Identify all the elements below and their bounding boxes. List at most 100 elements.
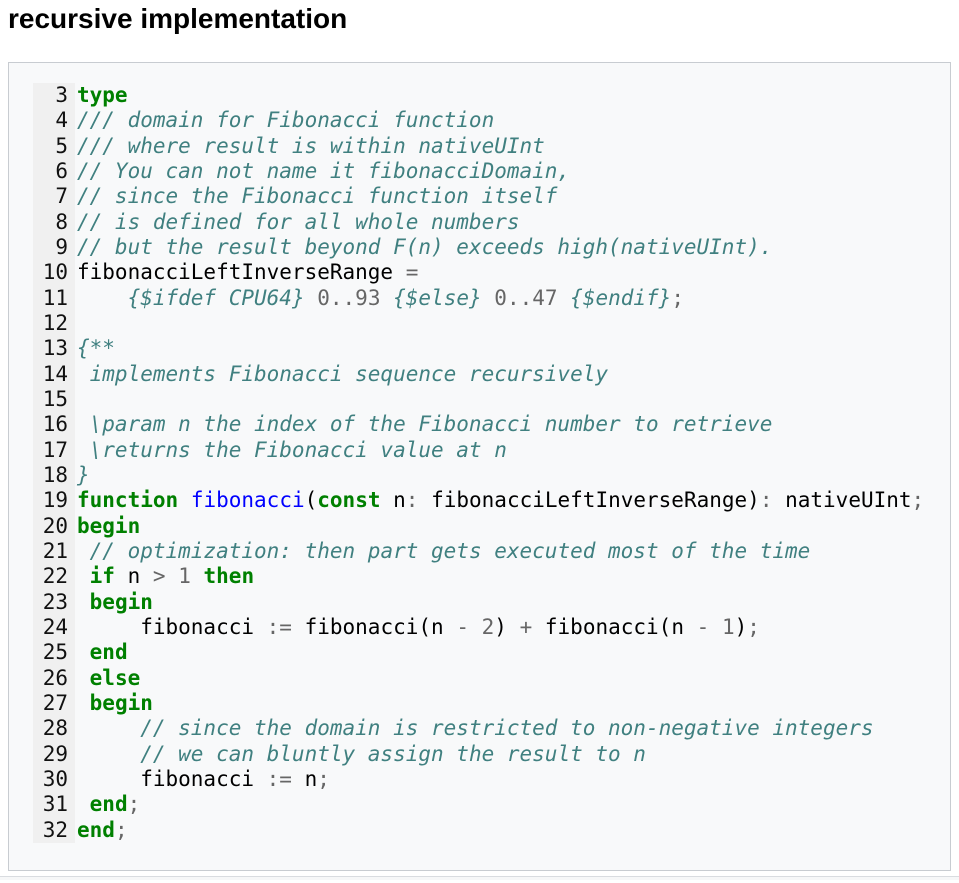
token-nf: fibonacci <box>190 488 305 513</box>
token-p: ) <box>734 614 748 639</box>
code-line: 14 implements Fibonacci sequence recursi… <box>33 361 944 387</box>
token-p: ( <box>304 488 318 513</box>
token-c: {$endif} <box>570 285 672 310</box>
code-text: } <box>77 463 90 487</box>
token-k: begin <box>77 513 141 538</box>
line-number: 28 <box>33 716 75 742</box>
code-line: 16 \param n the index of the Fibonacci n… <box>33 412 944 438</box>
code-text: fibonacciLeftInverseRange = <box>77 260 418 284</box>
code-line: 9// but the result beyond F(n) exceeds h… <box>33 234 944 261</box>
token-p <box>77 590 90 614</box>
line-number: 11 <box>33 285 75 311</box>
token-p <box>77 539 90 563</box>
code-text: // we can bluntly assign the result to n <box>77 742 646 766</box>
line-number: 6 <box>33 158 75 185</box>
code-text: if n > 1 then <box>77 564 254 588</box>
token-p <box>482 286 495 310</box>
token-o: > <box>152 564 166 589</box>
line-number: 9 <box>33 234 75 261</box>
token-k: end <box>89 792 128 817</box>
token-o: := <box>266 766 292 791</box>
code-line: 8// is defined for all whole numbers <box>33 209 944 235</box>
token-o: := <box>266 614 292 639</box>
code-text: \returns the Fibonacci value at n <box>77 438 507 462</box>
token-p <box>305 286 318 310</box>
token-c: // since the domain is restricted to non… <box>140 716 874 741</box>
token-p <box>709 615 722 639</box>
line-number: 10 <box>33 260 75 286</box>
token-o: 2 <box>481 614 495 639</box>
code-line: 31 end; <box>33 792 944 818</box>
token-k: function <box>77 488 179 513</box>
token-k: const <box>317 488 381 513</box>
code-text: else <box>77 665 141 690</box>
line-number: 21 <box>33 538 75 565</box>
line-number: 26 <box>33 665 75 691</box>
token-k: if <box>89 564 115 589</box>
token-p <box>77 792 90 816</box>
token-k: else <box>89 665 141 690</box>
token-p: n <box>380 488 406 513</box>
line-number: 8 <box>33 209 75 235</box>
token-o: 0..47 <box>494 285 558 310</box>
line-number: 20 <box>33 513 75 539</box>
line-number: 16 <box>33 412 75 438</box>
line-number: 22 <box>33 564 75 590</box>
code-line: 26 else <box>33 665 944 691</box>
code-text: begin <box>77 590 153 614</box>
code-line: 29 // we can bluntly assign the result t… <box>33 741 944 767</box>
next-section-divider <box>0 875 959 880</box>
line-number: 25 <box>33 640 75 666</box>
code-text: // but the result beyond F(n) exceeds hi… <box>77 235 772 259</box>
token-p <box>166 564 179 588</box>
token-o: - <box>696 614 710 639</box>
line-number: 19 <box>33 488 75 514</box>
token-p <box>77 716 140 740</box>
token-c: implements Fibonacci sequence recursivel… <box>77 361 609 386</box>
token-k: end <box>89 640 128 665</box>
code-line: 18} <box>33 462 944 489</box>
token-o: 1 <box>721 614 735 639</box>
token-p: fibonacci(n <box>291 614 457 639</box>
token-c: /// domain for Fibonacci function <box>77 108 495 133</box>
line-number: 31 <box>33 792 75 818</box>
token-o: ; <box>747 614 760 639</box>
line-number: 18 <box>33 462 75 489</box>
token-o: ; <box>671 285 684 310</box>
token-c: \returns the Fibonacci value at n <box>77 437 507 462</box>
code-line: 13{** <box>33 336 944 362</box>
token-o: 0..93 <box>317 285 381 310</box>
line-number: 24 <box>33 614 75 641</box>
token-p: fibonacciLeftInverseRange <box>77 260 406 285</box>
token-o: ; <box>114 817 128 842</box>
code-text: // is defined for all whole numbers <box>77 210 520 234</box>
code-text: {** <box>77 336 115 360</box>
token-p <box>77 286 128 310</box>
token-k: type <box>77 83 128 107</box>
token-o: + <box>519 614 533 639</box>
code-line: 15 <box>33 386 944 413</box>
token-o: ; <box>317 766 330 791</box>
code-text: fibonacci := fibonacci(n - 2) + fibonacc… <box>77 615 760 639</box>
code-line: 4/// domain for Fibonacci function <box>33 108 944 134</box>
code-line: 21 // optimization: then part gets execu… <box>33 538 944 565</box>
code-line: 6// You can not name it fibonacciDomain, <box>33 158 944 185</box>
line-number: 23 <box>33 589 75 615</box>
token-p <box>178 488 191 512</box>
token-c: /// where result is within nativeUInt <box>77 133 545 158</box>
line-number: 4 <box>33 108 75 134</box>
code-text: /// domain for Fibonacci function <box>77 108 494 132</box>
token-c: // You can not name it fibonacciDomain, <box>77 158 571 183</box>
token-p: fibonacci <box>77 766 267 791</box>
line-number: 30 <box>33 766 75 793</box>
line-number: 29 <box>33 741 75 767</box>
code-line: 28 // since the domain is restricted to … <box>33 716 944 742</box>
code-text: end; <box>77 792 141 817</box>
token-p <box>77 691 90 715</box>
line-number: 14 <box>33 361 75 387</box>
